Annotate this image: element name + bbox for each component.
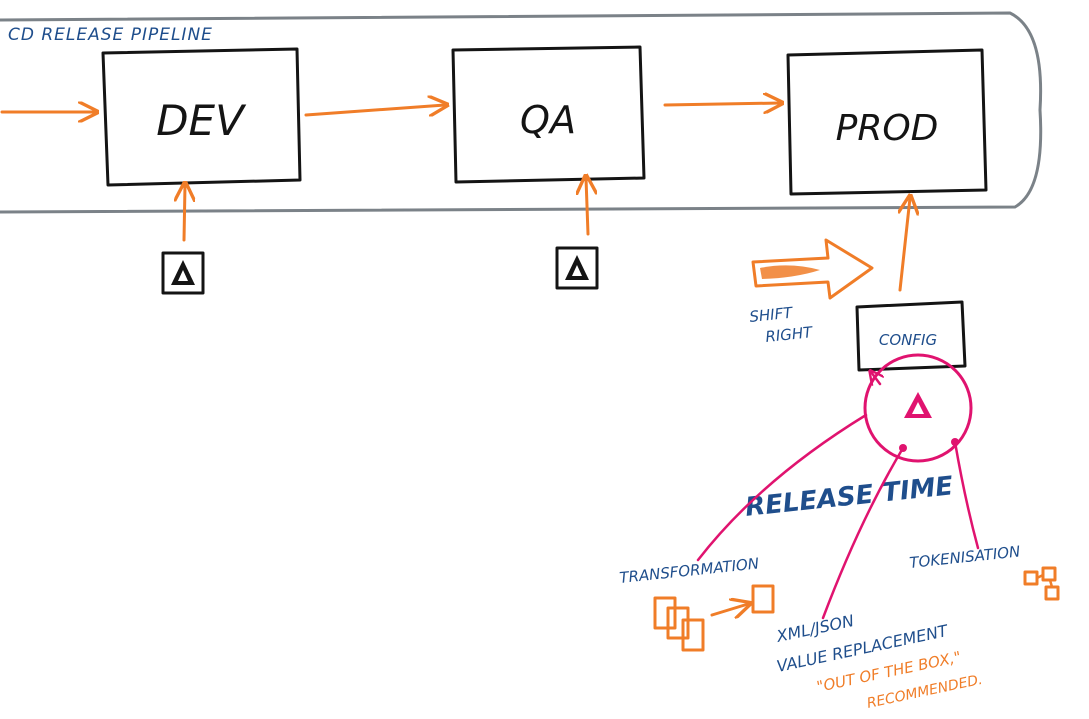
arrow-circle-to-config — [871, 372, 880, 384]
stage-qa-label: QA — [520, 98, 576, 142]
deploy-icon-qa — [555, 178, 599, 290]
pipeline-title: CD RELEASE PIPELINE — [8, 25, 213, 45]
stage-prod: PROD — [786, 48, 988, 196]
replacement-line1: XML/JSON — [774, 611, 856, 646]
deploy-icon-dev — [161, 185, 205, 295]
arrow-qa-to-prod — [663, 103, 780, 105]
tokenisation-icon — [1023, 566, 1060, 601]
connector-tokenisation — [953, 440, 980, 550]
connector-transformation — [696, 413, 868, 562]
shift-right-arrow-icon — [751, 238, 874, 300]
stage-prod-label: PROD — [836, 108, 939, 149]
transformation-label: TRANSFORMATION — [619, 554, 760, 587]
stage-dev: DEV — [101, 47, 302, 187]
config-box: CONFIG — [855, 300, 967, 372]
shift-label-line1: SHIFT — [749, 303, 795, 326]
arrow-dev-to-qa — [304, 105, 445, 115]
pipeline-band — [0, 11, 1043, 214]
stage-dev-label: DEV — [156, 96, 247, 145]
shift-label-line2: RIGHT — [765, 323, 815, 346]
tokenisation-label: TOKENISATION — [909, 542, 1022, 572]
config-label: CONFIG — [879, 331, 937, 349]
transformation-icon — [653, 584, 775, 652]
arrow-config-to-prod — [900, 198, 910, 292]
release-time-circle — [863, 353, 973, 463]
stage-qa: QA — [451, 45, 646, 184]
connector-replacement — [821, 446, 905, 620]
